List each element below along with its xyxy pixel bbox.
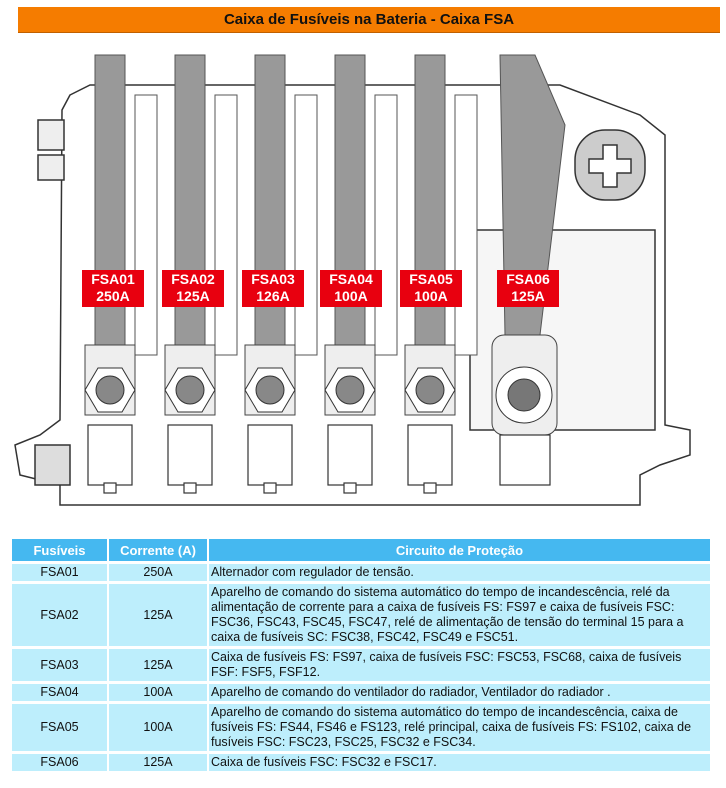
fuse-cell: FSA05 [12, 704, 109, 751]
page-title: Caixa de Fusíveis na Bateria - Caixa FSA [18, 7, 720, 33]
fuse-id: FSA02 [171, 271, 215, 287]
fuse-rating: 100A [414, 288, 448, 304]
fuse-rating: 125A [511, 288, 545, 304]
circuit-cell: Caixa de fusíveis FSC: FSC32 e FSC17. [209, 754, 712, 771]
fuse-id: FSA04 [329, 271, 373, 287]
circuit-cell: Alternador com regulador de tensão. [209, 564, 712, 581]
current-cell: 125A [109, 754, 209, 771]
fuse-id: FSA01 [91, 271, 135, 287]
fuse-strip-fsa06 [491, 54, 566, 436]
fuse-rating: 125A [176, 288, 210, 304]
fuse-cell: FSA02 [12, 584, 109, 646]
fuse-cell: FSA01 [12, 564, 109, 581]
fuse-cell: FSA04 [12, 684, 109, 701]
fuse-table: Fusíveis Corrente (A) Circuito de Proteç… [12, 536, 712, 774]
circuit-cell: Aparelho de comando do ventilador do rad… [209, 684, 712, 701]
fuse-rating: 100A [334, 288, 368, 304]
header-fuses: Fusíveis [12, 539, 109, 561]
fuse-id: FSA06 [506, 271, 550, 287]
fuse-rating: 250A [96, 288, 130, 304]
fuse-box-diagram [14, 54, 691, 506]
fuse-cell: FSA03 [12, 649, 109, 681]
header-circuit: Circuito de Proteção [209, 539, 712, 561]
fuse-rating: 126A [256, 288, 290, 304]
current-cell: 100A [109, 704, 209, 751]
circuit-cell: Caixa de fusíveis FS: FS97, caixa de fus… [209, 649, 712, 681]
fuse-cell: FSA06 [12, 754, 109, 771]
circuit-cell: Aparelho de comando do sistema automátic… [209, 704, 712, 751]
current-cell: 125A [109, 649, 209, 681]
current-cell: 125A [109, 584, 209, 646]
header-current: Corrente (A) [109, 539, 209, 561]
fuse-id: FSA03 [251, 271, 295, 287]
circuit-cell: Aparelho de comando do sistema automátic… [209, 584, 712, 646]
current-cell: 100A [109, 684, 209, 701]
fuse-id: FSA05 [409, 271, 453, 287]
current-cell: 250A [109, 564, 209, 581]
